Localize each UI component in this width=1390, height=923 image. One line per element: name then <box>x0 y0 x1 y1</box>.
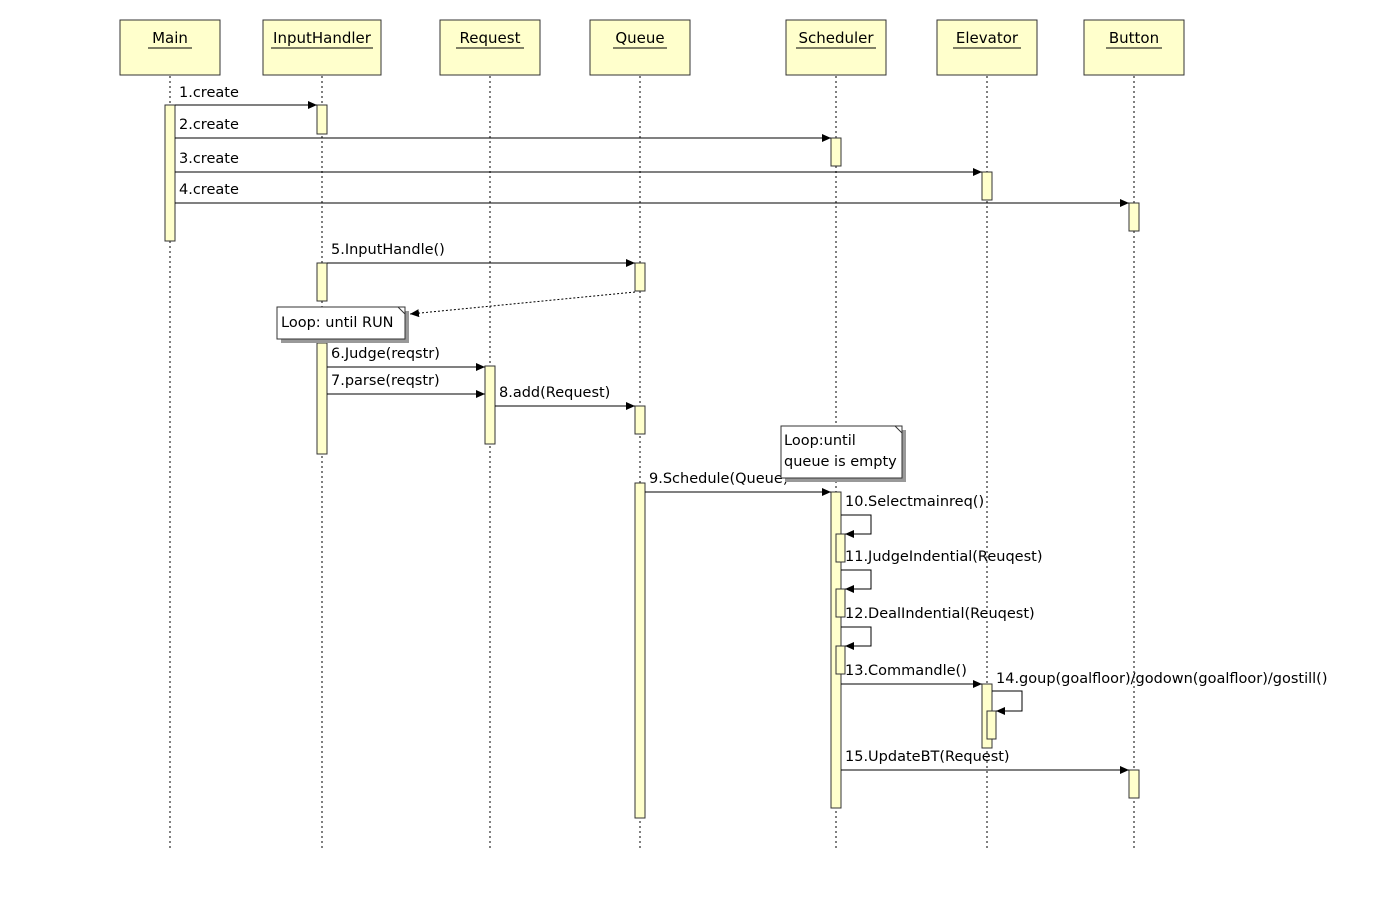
activation-button-2 <box>1128 769 1140 799</box>
message-labels: 1.create 2.create 3.create 4.create 5.In… <box>179 85 1328 765</box>
object-main: Main <box>119 19 221 76</box>
activation-request-1 <box>484 365 496 445</box>
activation-scheduler-self-12 <box>835 645 846 675</box>
message-label-9: 9.Schedule(Queue) <box>649 471 788 487</box>
message-label-3: 3.create <box>179 151 239 167</box>
activation-inputhandler-2 <box>316 262 328 302</box>
activation-inputhandler-1 <box>316 104 328 135</box>
message-arrow-return <box>409 291 636 318</box>
activation-scheduler-self-11 <box>835 588 846 618</box>
activation-queue-3 <box>634 482 646 819</box>
message-label-13: 13.Commandle() <box>845 663 967 679</box>
activation-bars <box>164 104 1140 819</box>
activation-main <box>164 104 176 242</box>
object-label-button: Button <box>1109 29 1159 47</box>
activation-queue-2 <box>634 405 646 435</box>
activation-elevator-self-14 <box>986 710 997 740</box>
activation-button-1 <box>1128 202 1140 232</box>
note-label-loop-run: Loop: until RUN <box>281 315 394 331</box>
object-label-scheduler: Scheduler <box>798 29 874 47</box>
object-inputhandler: InputHandler <box>262 19 382 76</box>
lifeline-headers: Main InputHandler Request Queue Schedule… <box>119 19 1185 76</box>
message-label-15: 15.UpdateBT(Request) <box>845 749 1010 765</box>
message-label-5: 5.InputHandle() <box>331 242 445 258</box>
object-scheduler: Scheduler <box>785 19 887 76</box>
message-label-1: 1.create <box>179 85 239 101</box>
note-loop-queue: Loop:until queue is empty <box>780 425 906 482</box>
message-label-10: 10.Selectmainreq() <box>845 494 984 510</box>
activation-scheduler-1 <box>830 137 842 167</box>
message-label-7: 7.parse(reqstr) <box>331 373 440 389</box>
object-queue: Queue <box>589 19 691 76</box>
object-label-request: Request <box>460 29 521 47</box>
message-label-8: 8.add(Request) <box>499 385 610 401</box>
message-label-11: 11.JudgeIndential(Reuqest) <box>845 549 1042 565</box>
message-label-14: 14.goup(goalfloor)/godown(goalfloor)/gos… <box>996 671 1328 687</box>
activation-scheduler-self-10 <box>835 533 846 563</box>
note-label-loop-queue-line1: Loop:until <box>784 433 856 449</box>
message-label-4: 4.create <box>179 182 239 198</box>
object-button: Button <box>1083 19 1185 76</box>
activation-queue-1 <box>634 262 646 292</box>
message-arrow-12 <box>841 626 872 650</box>
note-loop-run: Loop: until RUN <box>276 306 409 343</box>
messages <box>175 101 1129 774</box>
message-label-12: 12.DealIndential(Reuqest) <box>845 606 1035 622</box>
object-label-elevator: Elevator <box>956 29 1019 47</box>
message-label-6: 6.Judge(reqstr) <box>331 346 440 362</box>
activation-inputhandler-3 <box>316 342 328 455</box>
object-elevator: Elevator <box>936 19 1038 76</box>
object-label-main: Main <box>152 29 188 47</box>
message-arrow-10 <box>841 514 872 538</box>
object-label-inputhandler: InputHandler <box>273 29 372 47</box>
message-arrow-14 <box>992 690 1023 715</box>
note-label-loop-queue-line2: queue is empty <box>784 454 897 470</box>
object-request: Request <box>439 19 541 76</box>
object-label-queue: Queue <box>615 29 664 47</box>
message-label-2: 2.create <box>179 117 239 133</box>
activation-elevator-1 <box>981 171 993 201</box>
message-arrow-11 <box>841 569 872 593</box>
